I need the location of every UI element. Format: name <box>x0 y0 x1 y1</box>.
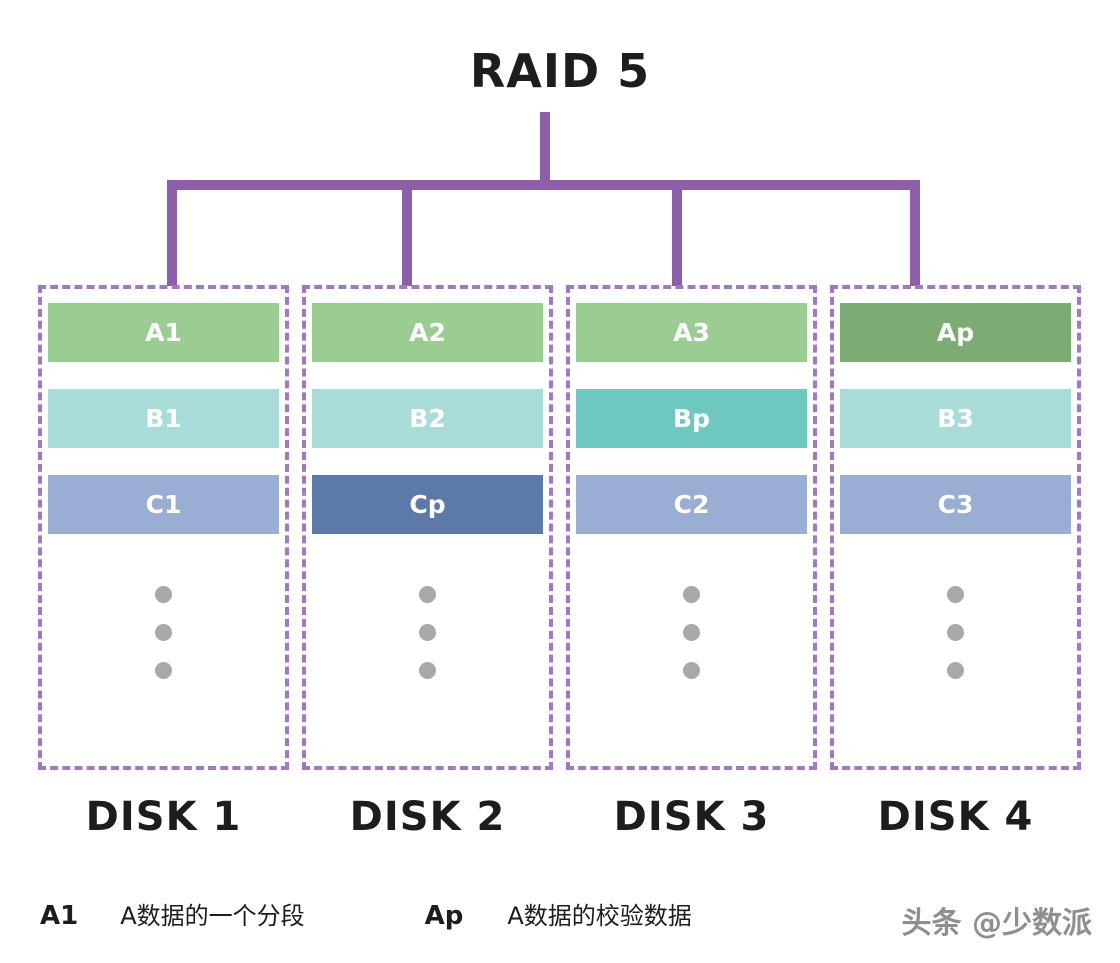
connector-drop-disk4 <box>910 186 920 286</box>
disk-3-box: A3 Bp C2 <box>566 285 817 770</box>
stripe-label: C1 <box>145 490 182 519</box>
legend-key-ap: Ap <box>424 901 464 931</box>
stripe-block-a3: A3 <box>576 303 807 362</box>
stripe-block-a2: A2 <box>312 303 543 362</box>
stripe-block-c2: C2 <box>576 475 807 534</box>
disk-4-label: DISK 4 <box>877 794 1034 840</box>
disk-1-box: A1 B1 C1 <box>38 285 289 770</box>
stripe-label: B3 <box>937 404 974 433</box>
stripe-label: A2 <box>409 318 446 347</box>
stripe-block-c3: C3 <box>840 475 1071 534</box>
legend-key-a1: A1 <box>40 901 79 931</box>
connector-horizontal <box>167 180 920 190</box>
disk-4-box: Ap B3 C3 <box>830 285 1081 770</box>
legend-text-a1: A数据的一个分段 <box>120 902 305 930</box>
disk-2-box: A2 B2 Cp <box>302 285 553 770</box>
stripe-label: C2 <box>673 490 710 519</box>
disk-3-label: DISK 3 <box>613 794 770 840</box>
disk-1: A1 B1 C1 DISK 1 <box>38 285 289 840</box>
stripe-label: Ap <box>936 318 975 347</box>
stripe-label: A3 <box>673 318 710 347</box>
stripe-block-c1: C1 <box>48 475 279 534</box>
ellipsis-dots <box>576 586 807 679</box>
connector-drop-disk2 <box>402 186 412 286</box>
watermark: 头条 @少数派 <box>901 906 1092 941</box>
stripe-label: C3 <box>937 490 974 519</box>
stripe-block-b2: B2 <box>312 389 543 448</box>
disk-1-label: DISK 1 <box>85 794 242 840</box>
stripe-label: B1 <box>145 404 182 433</box>
stripe-block-b1: B1 <box>48 389 279 448</box>
stripe-block-b3: B3 <box>840 389 1071 448</box>
disk-3: A3 Bp C2 DISK 3 <box>566 285 817 840</box>
disk-2-label: DISK 2 <box>349 794 506 840</box>
connector-drop-disk3 <box>672 186 682 286</box>
stripe-label: B2 <box>409 404 446 433</box>
ellipsis-dots <box>840 586 1071 679</box>
connector-drop-disk1 <box>167 186 177 286</box>
stripe-label: Cp <box>409 490 446 519</box>
ellipsis-dots <box>48 586 279 679</box>
disks-row: A1 B1 C1 DISK 1 A2 B2 Cp DISK 2 A3 Bp C2 <box>38 285 1082 840</box>
disk-2: A2 B2 Cp DISK 2 <box>302 285 553 840</box>
disk-4: Ap B3 C3 DISK 4 <box>830 285 1081 840</box>
stripe-label: Bp <box>673 404 710 433</box>
stripe-block-cp: Cp <box>312 475 543 534</box>
legend: A1 A数据的一个分段 Ap A数据的校验数据 <box>40 896 692 931</box>
page-title: RAID 5 <box>469 44 651 98</box>
connector-stem <box>540 112 550 188</box>
legend-text-ap: A数据的校验数据 <box>507 902 692 930</box>
ellipsis-dots <box>312 586 543 679</box>
stripe-block-bp: Bp <box>576 389 807 448</box>
stripe-block-ap: Ap <box>840 303 1071 362</box>
stripe-block-a1: A1 <box>48 303 279 362</box>
stripe-label: A1 <box>145 318 182 347</box>
